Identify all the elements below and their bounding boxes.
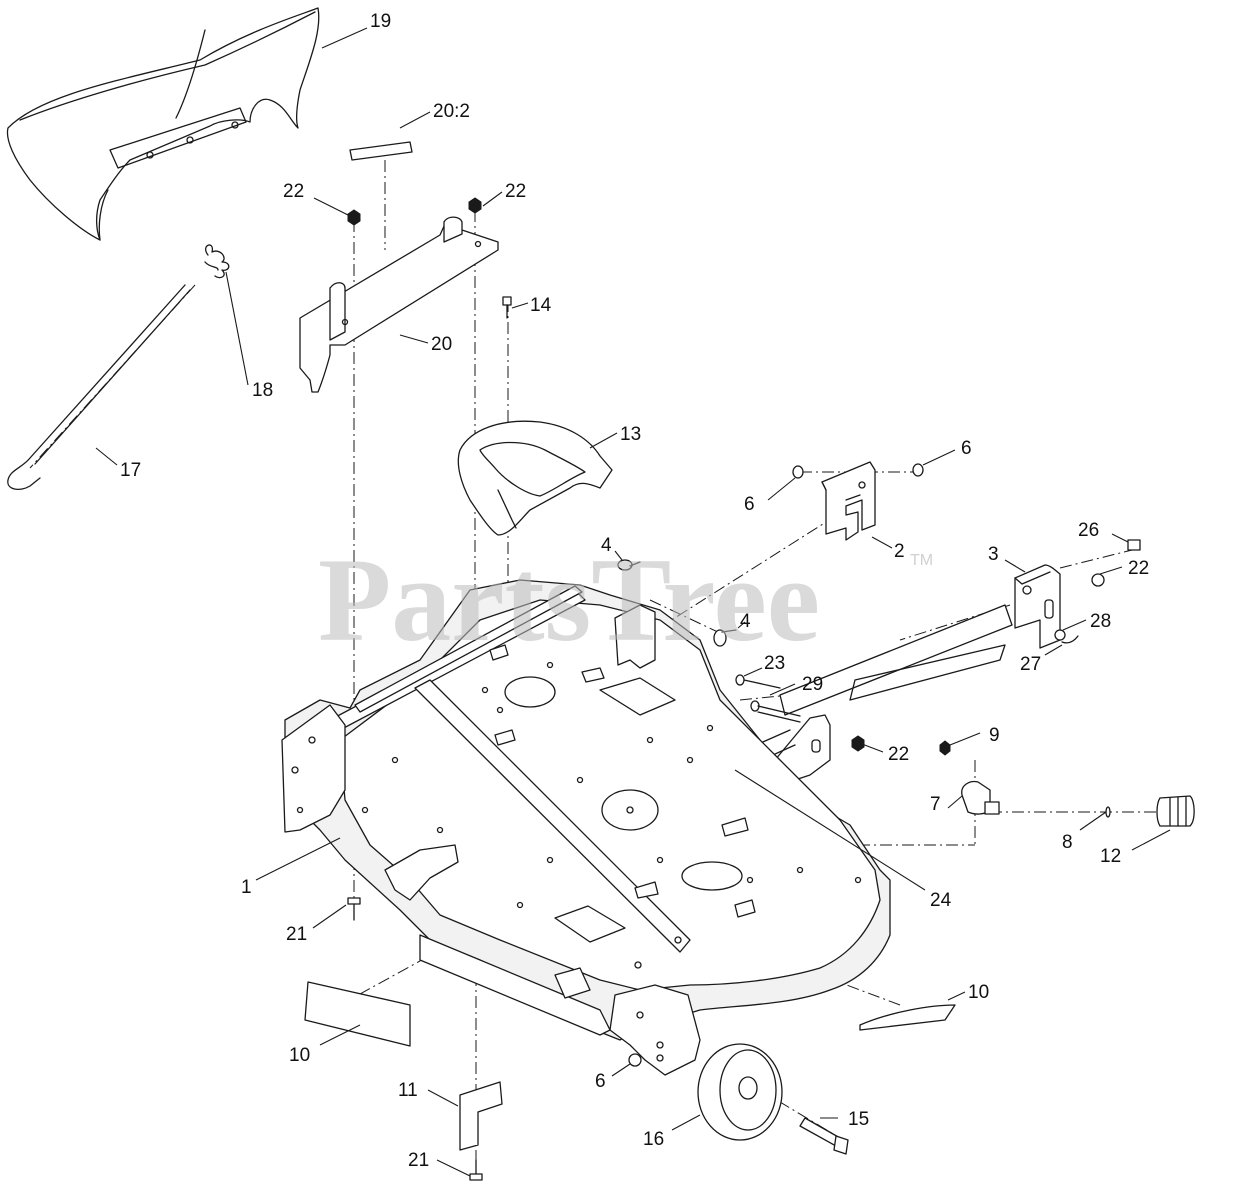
decal-10-left (304, 981, 411, 1047)
bracket-2 (821, 461, 876, 541)
callout-12: 12 (1100, 846, 1121, 867)
clip-27 (1061, 635, 1079, 644)
callout-27: 27 (1020, 654, 1041, 675)
mower-deck-1 (281, 579, 891, 1041)
bracket-20 (299, 216, 499, 393)
callout-20: 20 (431, 334, 452, 355)
callout-6-b: 6 (961, 438, 972, 459)
pin-29 (750, 700, 801, 723)
bolt-23 (735, 674, 781, 689)
callout-7: 7 (930, 794, 941, 815)
deflector-19 (6, 7, 320, 241)
callout-13: 13 (620, 424, 641, 445)
decal-20-2 (349, 141, 413, 161)
callout-10-b: 10 (968, 982, 989, 1003)
oring-8 (1105, 806, 1111, 818)
callout-1: 1 (241, 877, 252, 898)
pin-4-lower (713, 629, 737, 647)
callout-4-a: 4 (601, 535, 612, 556)
callout-22-c: 22 (1128, 558, 1149, 579)
callout-18: 18 (252, 380, 273, 401)
callout-3: 3 (988, 544, 999, 565)
bracket-3 (1014, 564, 1061, 649)
callout-24: 24 (930, 890, 952, 911)
callout-11: 11 (398, 1080, 418, 1101)
callout-21-a: 21 (286, 924, 307, 945)
callout-26: 26 (1078, 520, 1099, 541)
callout-14: 14 (530, 295, 552, 316)
callout-9: 9 (989, 725, 1000, 746)
callout-29: 29 (802, 674, 823, 695)
watermark-tm: TM (910, 552, 933, 569)
callout-10-a: 10 (289, 1045, 310, 1066)
callout-20-2: 20:2 (433, 101, 470, 122)
nut-22-bracket3 (1091, 573, 1105, 587)
watermark: PartsTree (318, 533, 820, 666)
axle-bolt-15 (799, 1117, 849, 1155)
callout-6-c: 6 (595, 1071, 606, 1092)
spring-18 (204, 244, 230, 279)
washer-6-right (912, 463, 924, 477)
callout-16: 16 (643, 1129, 664, 1150)
washer-6-left (792, 465, 804, 479)
bolt-9 (939, 740, 951, 756)
bolt-21-lower (469, 1159, 483, 1181)
callout-19: 19 (370, 11, 391, 32)
callout-15: 15 (848, 1109, 869, 1130)
callout-labels: 19 20:2 22 22 20 18 17 14 13 6 6 2 3 26 … (120, 11, 1149, 1171)
leader-lines (95, 27, 1171, 1177)
decal-10-right (859, 1004, 956, 1031)
callout-28: 28 (1090, 611, 1111, 632)
callout-21-b: 21 (408, 1150, 429, 1171)
bracket-11 (459, 1081, 503, 1151)
cover-13 (457, 420, 613, 536)
nut-22-left (347, 209, 361, 226)
washer-6-lower (628, 1053, 642, 1067)
wheel-bracket (609, 984, 701, 1076)
fitting-7 (961, 780, 1000, 815)
nut-22-mid (851, 735, 865, 752)
callout-6-a: 6 (744, 494, 755, 515)
callout-22-a: 22 (283, 181, 304, 202)
bolt-26 (1127, 539, 1141, 551)
callout-4-b: 4 (740, 611, 751, 632)
callout-8: 8 (1062, 832, 1073, 853)
bolt-21-upper (347, 897, 361, 921)
wheel-16 (697, 1043, 783, 1141)
callout-17: 17 (120, 460, 141, 481)
pin-4-upper (617, 559, 641, 571)
bolt-14 (502, 296, 512, 319)
rail (779, 604, 1013, 716)
callout-23: 23 (764, 653, 785, 674)
nut-22-right (468, 197, 482, 214)
callout-2: 2 (894, 541, 905, 562)
rod-17 (7, 284, 191, 491)
callout-22-d: 22 (888, 744, 909, 765)
washer-28 (1054, 629, 1066, 641)
callout-22-b: 22 (505, 181, 526, 202)
connector-12 (1156, 795, 1195, 827)
